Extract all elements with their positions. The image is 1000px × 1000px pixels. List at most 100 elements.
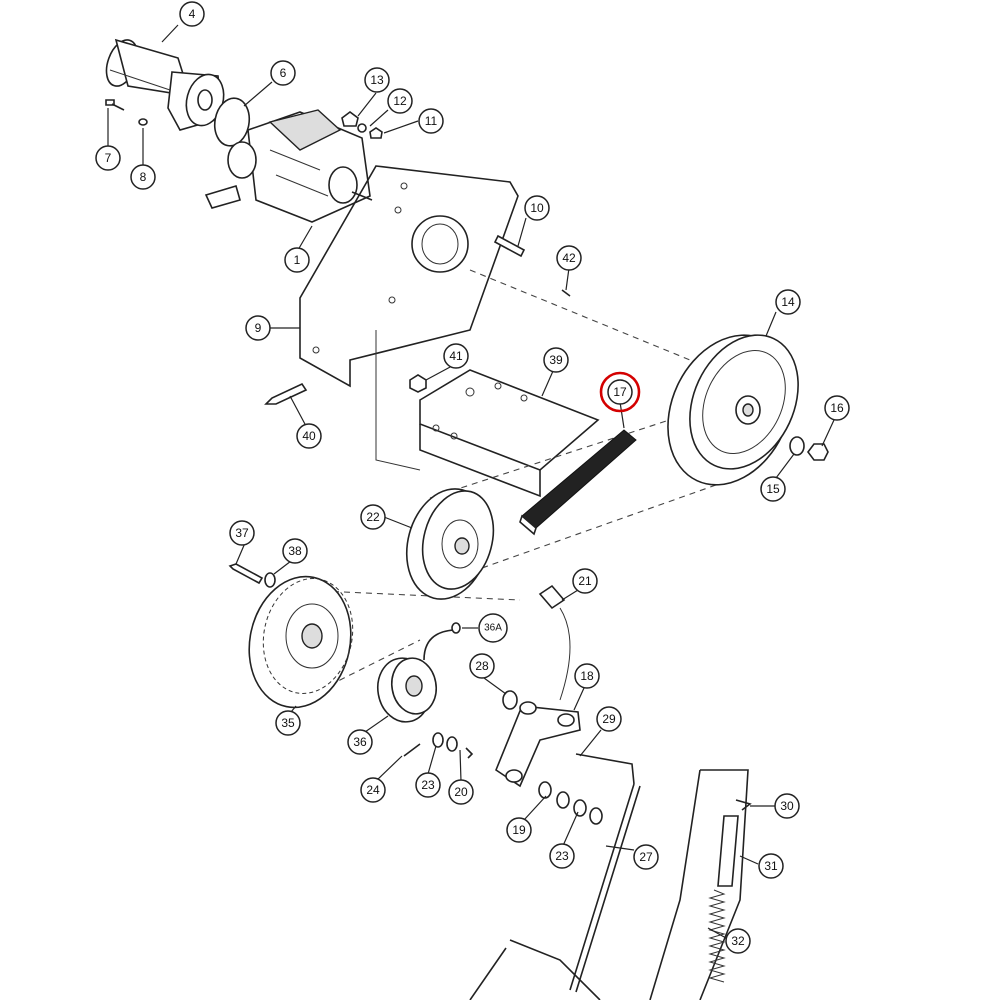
callout-23b: 23 — [549, 843, 575, 869]
svg-text:4: 4 — [189, 7, 196, 21]
base-bracket-part — [469, 939, 601, 1000]
bolt-40-part — [264, 382, 308, 405]
callout-10: 10 — [524, 195, 550, 221]
svg-text:10: 10 — [530, 201, 544, 215]
spring-32-part — [708, 889, 726, 983]
svg-text:30: 30 — [780, 799, 794, 813]
svg-text:15: 15 — [766, 482, 780, 496]
bolt-37-part — [228, 563, 264, 585]
callout-39: 39 — [543, 347, 569, 373]
callout-6: 6 — [270, 60, 296, 86]
callout-35: 35 — [275, 710, 301, 736]
svg-text:29: 29 — [602, 712, 616, 726]
belt-path — [299, 409, 731, 701]
callout-40: 40 — [296, 423, 322, 449]
callout-11: 11 — [418, 108, 444, 134]
callout-36: 36 — [347, 729, 373, 755]
callout-31: 31 — [758, 853, 784, 879]
callout-18: 18 — [574, 663, 600, 689]
callout-15: 15 — [760, 476, 786, 502]
callout-24: 24 — [360, 777, 386, 803]
svg-text:8: 8 — [140, 170, 147, 184]
svg-text:23: 23 — [555, 849, 569, 863]
callout-30: 30 — [774, 793, 800, 819]
callout-13: 13 — [364, 67, 390, 93]
svg-text:36: 36 — [353, 735, 367, 749]
svg-text:39: 39 — [549, 353, 563, 367]
svg-text:41: 41 — [449, 349, 463, 363]
washer-23b-part — [573, 799, 587, 817]
rod-27-part — [569, 783, 641, 993]
idler-pulley-22-part — [405, 488, 495, 600]
belt-17-part — [519, 429, 637, 536]
callout-7: 7 — [95, 145, 121, 171]
svg-text:11: 11 — [425, 114, 438, 128]
highlight-ring-17 — [599, 371, 641, 413]
handle-column-part — [649, 769, 749, 1000]
nut-41-part — [409, 374, 427, 393]
washer-12-part — [357, 123, 367, 133]
callout-41: 41 — [443, 343, 469, 369]
svg-text:37: 37 — [235, 526, 249, 540]
mounting-plate-part — [299, 165, 519, 388]
callout-20: 20 — [448, 779, 474, 805]
tensioner-arm-18-part — [495, 701, 581, 788]
callout-32: 32 — [725, 928, 751, 954]
callout-28: 28 — [469, 653, 495, 679]
pin-24-part — [403, 743, 421, 757]
clip-30-part — [735, 799, 752, 811]
washer-28-part — [502, 690, 518, 710]
washer-38-part — [264, 572, 276, 588]
svg-text:35: 35 — [281, 716, 295, 730]
callout-37: 37 — [229, 520, 255, 546]
svg-text:28: 28 — [475, 659, 489, 673]
svg-text:36A: 36A — [484, 623, 502, 634]
callout-22: 22 — [360, 504, 386, 530]
svg-text:32: 32 — [731, 934, 745, 948]
motor-part — [105, 38, 225, 131]
svg-text:17: 17 — [613, 385, 627, 399]
svg-text:21: 21 — [578, 574, 592, 588]
svg-text:42: 42 — [562, 251, 576, 265]
pin-42-part — [561, 289, 571, 297]
callout-23a: 23 — [415, 772, 441, 798]
callout-14: 14 — [775, 289, 801, 315]
sprocket-35-part — [248, 575, 354, 709]
svg-text:6: 6 — [280, 66, 287, 80]
callout-42: 42 — [556, 245, 582, 271]
bushing-21-part — [538, 584, 566, 610]
spacer-19-part — [538, 781, 552, 799]
bolt-10-part — [493, 234, 526, 258]
link-29-part — [575, 753, 635, 785]
svg-text:27: 27 — [639, 850, 653, 864]
callout-17: 17 — [607, 379, 633, 405]
o-ring-6-part — [213, 97, 251, 147]
svg-text:40: 40 — [302, 429, 316, 443]
washer-15-part — [789, 436, 805, 456]
svg-text:24: 24 — [366, 783, 380, 797]
nut-11-part — [369, 127, 383, 139]
plate-guide-line — [469, 269, 691, 361]
washer-23-part — [432, 732, 444, 748]
callout-29: 29 — [596, 706, 622, 732]
nut-13-part — [341, 111, 359, 127]
callout-1: 1 — [284, 247, 310, 273]
svg-text:20: 20 — [454, 785, 468, 799]
svg-text:23: 23 — [421, 778, 435, 792]
callout-36a: 36A — [478, 613, 508, 643]
svg-text:19: 19 — [512, 823, 526, 837]
svg-text:22: 22 — [366, 510, 380, 524]
callout-21: 21 — [572, 568, 598, 594]
callout-9: 9 — [245, 315, 271, 341]
pump-part — [204, 109, 373, 223]
svg-text:1: 1 — [294, 253, 301, 267]
svg-text:12: 12 — [393, 94, 407, 108]
fitting-36a-part — [423, 629, 455, 661]
svg-text:14: 14 — [781, 295, 795, 309]
leader-lines — [107, 24, 835, 939]
svg-text:31: 31 — [764, 859, 778, 873]
callout-4: 4 — [179, 1, 205, 27]
callout-12: 12 — [387, 88, 413, 114]
plate-bore — [411, 215, 469, 273]
